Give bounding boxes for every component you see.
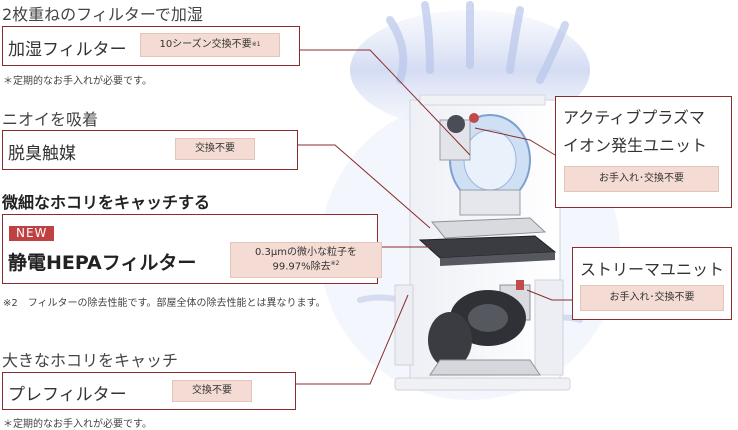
streamer-tag: お手入れ･交換不要 [580, 285, 724, 311]
humidify-filter-tag: 10シーズン交換不要※1 [140, 33, 280, 57]
prefilter-tag: 交換不要 [172, 380, 252, 402]
hepa-tag-mark: ※2 [330, 259, 340, 267]
plasma-tag: お手入れ･交換不要 [564, 166, 719, 192]
callout-lines [296, 49, 572, 385]
humidify-tag-mark: ※1 [251, 40, 261, 48]
humidify-heading: 2枚重ねのフィルターで加湿 [2, 5, 203, 24]
hepa-note: ※2 フィルターの除去性能です。部屋全体の除去性能とは異なります。 [3, 298, 326, 309]
hepa-label: 静電HEPAフィルター [8, 252, 197, 274]
prefilter-label: プレフィルター [8, 385, 127, 405]
hepa-tag: 0.3μmの微小な粒子を 99.97%除去※2 [230, 242, 382, 278]
hepa-heading: 微細なホコリをキャッチする [2, 193, 211, 212]
prefilter-note: ＊定期的なお手入れが必要です。 [3, 419, 152, 430]
humidify-tag-text: 10シーズン交換不要 [159, 39, 252, 51]
hepa-filter-layer [418, 235, 557, 266]
humidify-note: ＊定期的なお手入れが必要です。 [3, 76, 152, 87]
deodorizer-layer [430, 217, 547, 239]
deodor-heading: ニオイを吸着 [2, 110, 99, 129]
humidifier-drum [439, 113, 531, 216]
plasma-label-line1: アクティブプラズマ [563, 108, 705, 127]
plasma-label-line2: イオン発生ユニット [563, 136, 708, 155]
hepa-tag-line1: 0.3μmの微小な粒子を [254, 247, 357, 259]
humidify-filter-label: 加湿フィルター [8, 40, 127, 60]
deodor-tag: 交換不要 [175, 138, 255, 160]
new-badge: NEW [9, 226, 55, 241]
streamer-label: ストリーマユニット [580, 260, 725, 279]
hepa-tag-line2-text: 99.97%除去 [272, 261, 331, 273]
prefilter-heading: 大きなホコリをキャッチ [2, 351, 179, 370]
deodor-label: 脱臭触媒 [8, 144, 76, 164]
hepa-tag-line2: 99.97%除去※2 [273, 260, 340, 274]
fan-unit [428, 290, 541, 376]
